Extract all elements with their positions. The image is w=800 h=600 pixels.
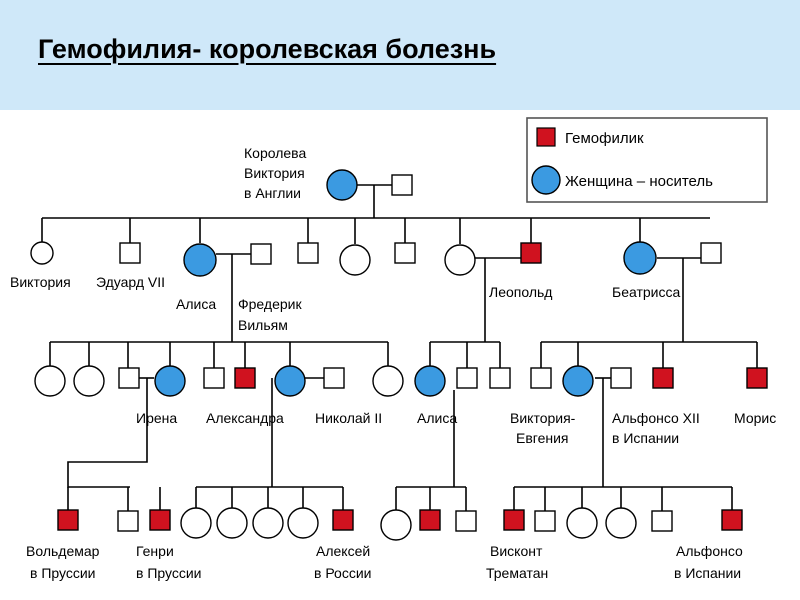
gen3-affected-male <box>419 509 441 531</box>
henry-affected <box>149 509 171 531</box>
gen2-affected-male <box>234 367 256 389</box>
irene-carrier <box>154 365 186 397</box>
alfonso-xii-label-1: Альфонсо XII <box>612 410 700 426</box>
alfonso-xii-label-2: в Испании <box>612 430 679 446</box>
daughter-female <box>339 244 371 276</box>
gen3-male-4 <box>651 510 673 532</box>
maurice-affected <box>746 367 768 389</box>
leopold-label: Леопольд <box>489 284 552 300</box>
viscount-affected <box>503 509 525 531</box>
beatrice-label: Беатрисса <box>612 284 680 300</box>
queen-victoria-carrier <box>326 169 358 201</box>
frederick-spouse <box>250 243 272 265</box>
beatrice-carrier <box>623 241 657 275</box>
son-male-2 <box>394 242 416 264</box>
victoria-label: Виктория <box>10 274 71 290</box>
queen-label-1: Королева <box>244 145 306 161</box>
legend-box <box>526 117 768 203</box>
connector-lines <box>41 184 758 511</box>
leopold-affected <box>520 242 542 264</box>
alice-gen2-carrier <box>414 365 446 397</box>
gen3-female-7 <box>605 507 637 539</box>
alfonso-label-1: Альфонсо <box>676 543 743 559</box>
leopold-spouse <box>444 244 476 276</box>
alfonso-affected <box>721 509 743 531</box>
victoria-eugenia-carrier <box>562 365 594 397</box>
gen3-female-4 <box>287 507 319 539</box>
gen2-female-3 <box>372 365 404 397</box>
legend-hemophiliac-label: Гемофилик <box>565 130 644 147</box>
gen3-female-5 <box>380 509 412 541</box>
queen-label-2: Виктория <box>244 165 305 181</box>
gen2-female-2 <box>73 365 105 397</box>
frederick-label-1: Фредерик <box>238 296 302 312</box>
gen2-male <box>203 367 225 389</box>
gen2-male-2 <box>456 367 478 389</box>
waldemar-label-2: в Пруссии <box>30 565 96 581</box>
viscount-label-1: Висконт <box>490 543 543 559</box>
edward-label: Эдуард VII <box>96 274 165 290</box>
alexei-label-2: в России <box>314 565 371 581</box>
pedigree-labels: Королева Виктория в Англии Виктория Эдуа… <box>10 145 776 581</box>
page-title: Гемофилия- королевская болезнь <box>38 34 497 64</box>
legend-carrier-icon <box>531 165 561 195</box>
queen-label-3: в Англии <box>244 185 301 201</box>
legend-carrier-label: Женщина – носитель <box>565 173 713 190</box>
alfonso-label-2: в Испании <box>674 565 741 581</box>
gen2-female-1 <box>34 365 66 397</box>
gen3-female-2 <box>216 507 248 539</box>
irene-label: Ирена <box>136 410 177 426</box>
alfonso-xii-affected <box>652 367 674 389</box>
waldemar-affected <box>57 509 79 531</box>
gen3-male-3 <box>534 510 556 532</box>
irene-spouse <box>118 367 140 389</box>
henry-label-1: Генри <box>136 543 174 559</box>
gen3-male <box>117 510 139 532</box>
prince-albert <box>391 174 413 196</box>
alice-gen1-carrier <box>183 243 217 277</box>
alexandra-label: Александра <box>206 410 284 426</box>
victoria-female <box>30 241 54 265</box>
gen3-female-6 <box>566 507 598 539</box>
son-male <box>297 242 319 264</box>
alice-gen1-label: Алиса <box>176 296 216 312</box>
beatrice-spouse <box>700 242 722 264</box>
legend: Гемофилик Женщина – носитель <box>526 117 768 203</box>
gen3-female-1 <box>180 507 212 539</box>
title-banner: Гемофилия- королевская болезнь <box>0 0 800 110</box>
victoria-eugenia-spouse <box>610 367 632 389</box>
alexei-affected <box>332 509 354 531</box>
nicholas-label: Николай II <box>315 410 382 426</box>
nicholas-ii <box>323 367 345 389</box>
alexandra-carrier <box>274 365 306 397</box>
viscount-label-2: Трематан <box>486 565 548 581</box>
victoria-eugenia-label-2: Евгения <box>516 430 569 446</box>
gen2-male-3 <box>489 367 511 389</box>
legend-affected-icon <box>536 127 556 147</box>
waldemar-label-1: Вольдемар <box>26 543 100 559</box>
gen2-male-4 <box>530 367 552 389</box>
maurice-label: Морис <box>734 410 776 426</box>
gen3-male-2 <box>455 510 477 532</box>
edward-male <box>119 242 141 264</box>
alexei-label-1: Алексей <box>316 543 370 559</box>
victoria-eugenia-label-1: Виктория- <box>510 410 576 426</box>
frederick-label-2: Вильям <box>238 317 288 333</box>
alice-gen2-label: Алиса <box>417 410 457 426</box>
gen3-female-3 <box>252 507 284 539</box>
henry-label-2: в Пруссии <box>136 565 202 581</box>
